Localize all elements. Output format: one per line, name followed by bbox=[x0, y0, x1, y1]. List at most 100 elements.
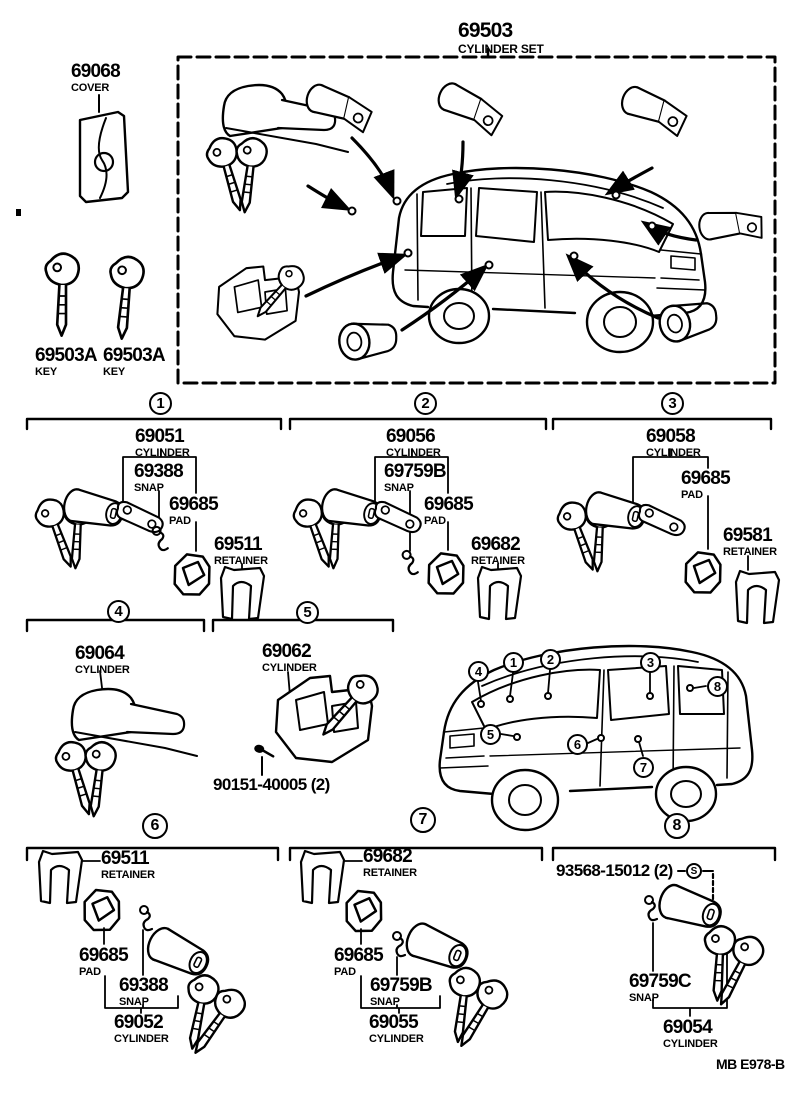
s6-retainer-number: 69511 bbox=[101, 848, 150, 869]
callout-row-7: 7 bbox=[410, 807, 436, 833]
set-number: 69503 bbox=[458, 19, 513, 42]
s7-snap-label: 69759B SNAP bbox=[370, 975, 433, 1008]
s7-retainer-label: 69682 RETAINER bbox=[363, 847, 417, 879]
callout-row-3: 3 bbox=[661, 392, 684, 415]
s3-retainer-name: RETAINER bbox=[723, 546, 777, 558]
van-callout-8: 8 bbox=[707, 676, 728, 697]
s7-cylinder-name: CYLINDER bbox=[369, 1033, 424, 1045]
s1-pad-name: PAD bbox=[169, 515, 191, 527]
s1-cylinder-number: 69051 bbox=[135, 426, 185, 447]
section-7-art bbox=[299, 849, 522, 1061]
section-8-art bbox=[643, 870, 774, 1017]
section-6-art bbox=[37, 849, 264, 1070]
s6-retainer-name: RETAINER bbox=[101, 869, 155, 881]
s6-retainer-label: 69511 RETAINER bbox=[101, 849, 155, 881]
s7-snap-number: 69759B bbox=[370, 975, 433, 996]
s2-snap-number: 69759B bbox=[384, 461, 447, 482]
s3-cylinder-label: 69058 CYLINDER bbox=[646, 427, 701, 459]
s7-pad-number: 69685 bbox=[334, 945, 384, 966]
s4-cylinder-name: CYLINDER bbox=[75, 664, 130, 676]
section-3-art bbox=[552, 448, 781, 625]
s7-pad-name: PAD bbox=[334, 966, 356, 978]
s1-snap-name: SNAP bbox=[134, 482, 164, 494]
s8-cylinder-number: 69054 bbox=[663, 1017, 713, 1038]
s1-retainer-name: RETAINER bbox=[214, 555, 268, 567]
s6-cylinder-number: 69052 bbox=[114, 1012, 164, 1033]
van-callout-5: 5 bbox=[480, 724, 501, 745]
callout-row-8: 8 bbox=[664, 813, 690, 839]
van-callout-4: 4 bbox=[468, 661, 489, 682]
s8-screw-label: 93568-15012 (2) bbox=[556, 861, 673, 880]
s6-pad-name: PAD bbox=[79, 966, 101, 978]
section-1-art bbox=[30, 448, 266, 621]
section-4-art bbox=[52, 670, 197, 822]
s1-snap-label: 69388 SNAP bbox=[134, 462, 184, 494]
s6-pad-number: 69685 bbox=[79, 945, 129, 966]
callout-row-6: 6 bbox=[142, 813, 168, 839]
s1-cylinder-name: CYLINDER bbox=[135, 447, 190, 459]
s2-pad-number: 69685 bbox=[424, 494, 474, 515]
callout-row-2: 2 bbox=[414, 392, 437, 415]
s3-pad-label: 69685 PAD bbox=[681, 468, 731, 501]
s3-cylinder-name: CYLINDER bbox=[646, 447, 701, 459]
s3-cylinder-number: 69058 bbox=[646, 426, 696, 447]
s5-screw-label: 90151-40005 (2) bbox=[213, 775, 330, 794]
s6-cylinder-name: CYLINDER bbox=[114, 1033, 169, 1045]
s6-snap-label: 69388 SNAP bbox=[119, 975, 169, 1008]
section-2-art bbox=[288, 448, 523, 621]
s6-cylinder-label: 69052 CYLINDER bbox=[114, 1013, 169, 1045]
s2-snap-name: SNAP bbox=[384, 482, 414, 494]
van-callout-7: 7 bbox=[633, 757, 654, 778]
s8-cylinder-name: CYLINDER bbox=[663, 1038, 718, 1050]
page-code: MB E978-B bbox=[716, 1056, 785, 1072]
key-left-name: KEY bbox=[35, 366, 58, 378]
s6-snap-number: 69388 bbox=[119, 975, 169, 996]
s8-cylinder-label: 69054 CYLINDER bbox=[663, 1018, 718, 1050]
s1-pad-label: 69685 PAD bbox=[169, 494, 219, 527]
van-callout-3: 3 bbox=[640, 652, 661, 673]
key-right-name: KEY bbox=[103, 366, 126, 378]
s2-retainer-name: RETAINER bbox=[471, 555, 525, 567]
s8-snap-label: 69759C SNAP bbox=[629, 972, 692, 1004]
key-left-label: 69503A KEY bbox=[35, 345, 98, 378]
s2-cylinder-label: 69056 CYLINDER bbox=[386, 427, 441, 459]
s7-retainer-number: 69682 bbox=[363, 846, 413, 867]
master-keys-illustration bbox=[44, 252, 146, 342]
set-arrows bbox=[304, 136, 698, 332]
s3-retainer-number: 69581 bbox=[723, 525, 773, 546]
s3-pad-number: 69685 bbox=[681, 468, 731, 489]
s1-retainer-number: 69511 bbox=[214, 534, 263, 555]
s2-pad-label: 69685 PAD bbox=[424, 494, 474, 527]
key-right-label: 69503A KEY bbox=[103, 345, 166, 378]
s1-pad-number: 69685 bbox=[169, 494, 219, 515]
s6-pad-label: 69685 PAD bbox=[79, 945, 129, 978]
s2-retainer-label: 69682 RETAINER bbox=[471, 535, 525, 567]
s2-pad-name: PAD bbox=[424, 515, 446, 527]
cover-illustration bbox=[78, 94, 130, 204]
van-callout-1: 1 bbox=[503, 652, 524, 673]
s7-snap-name: SNAP bbox=[370, 996, 400, 1008]
s7-pad-label: 69685 PAD bbox=[334, 945, 384, 978]
van-callout-2: 2 bbox=[540, 649, 561, 670]
s4-cylinder-label: 69064 CYLINDER bbox=[75, 644, 130, 676]
s7-retainer-name: RETAINER bbox=[363, 867, 417, 879]
s7-cylinder-number: 69055 bbox=[369, 1012, 419, 1033]
s-symbol-badge: S bbox=[686, 863, 702, 879]
key-right-number: 69503A bbox=[103, 345, 166, 366]
cover-name: COVER bbox=[71, 82, 110, 94]
key-left-number: 69503A bbox=[35, 345, 98, 366]
van-top-illustration bbox=[391, 166, 707, 354]
s4-cylinder-number: 69064 bbox=[75, 643, 125, 664]
s5-cylinder-number: 69062 bbox=[262, 641, 312, 662]
s7-cylinder-label: 69055 CYLINDER bbox=[369, 1013, 424, 1045]
section-5-art bbox=[252, 668, 383, 776]
s3-pad-name: PAD bbox=[681, 489, 703, 501]
callout-row-4: 4 bbox=[107, 600, 130, 623]
cover-label: 69068 COVER bbox=[71, 62, 121, 94]
s6-snap-name: SNAP bbox=[119, 996, 149, 1008]
callout-row-1: 1 bbox=[149, 392, 172, 415]
van-callout-6: 6 bbox=[567, 734, 588, 755]
s1-retainer-label: 69511 RETAINER bbox=[214, 535, 268, 567]
